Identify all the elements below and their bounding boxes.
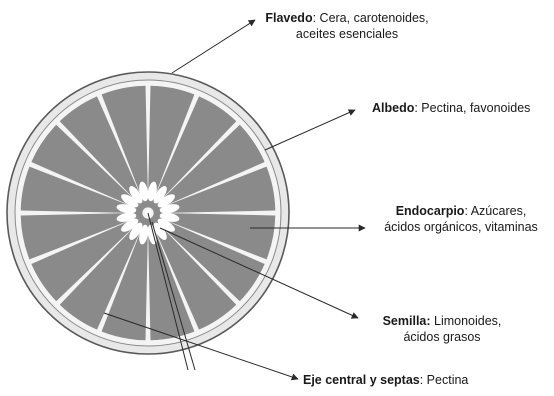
albedo-term: Albedo xyxy=(372,101,414,115)
semilla-text: Limonoides, xyxy=(431,314,502,328)
albedo-label: Albedo: Pectina, favonoides xyxy=(372,100,530,116)
endocarpio-text-line2: ácidos orgánicos, vitaminas xyxy=(371,219,551,235)
flavedo-pointer-arrow xyxy=(172,20,255,73)
semilla-term: Semilla: xyxy=(383,314,431,328)
albedo-pointer-arrow xyxy=(265,110,355,150)
flavedo-label: Flavedo: Cera, carotenoides, aceites ese… xyxy=(262,10,432,42)
semilla-text-line2: ácidos grasos xyxy=(362,329,522,345)
flavedo-text: : Cera, carotenoides, xyxy=(313,11,429,25)
eje-term: Eje central y septas xyxy=(303,373,420,387)
eje-label: Eje central y septas: Pectina xyxy=(303,372,468,388)
eje-text: : Pectina xyxy=(420,373,469,387)
endocarpio-label: Endocarpio: Azúcares, ácidos orgánicos, … xyxy=(371,203,551,235)
semilla-label: Semilla: Limonoides, ácidos grasos xyxy=(362,313,522,345)
endocarpio-text: : Azúcares, xyxy=(464,204,526,218)
flavedo-text-line2: aceites esenciales xyxy=(262,26,432,42)
flavedo-term: Flavedo xyxy=(265,11,312,25)
endocarpio-term: Endocarpio xyxy=(396,204,465,218)
albedo-text: : Pectina, favonoides xyxy=(414,101,530,115)
